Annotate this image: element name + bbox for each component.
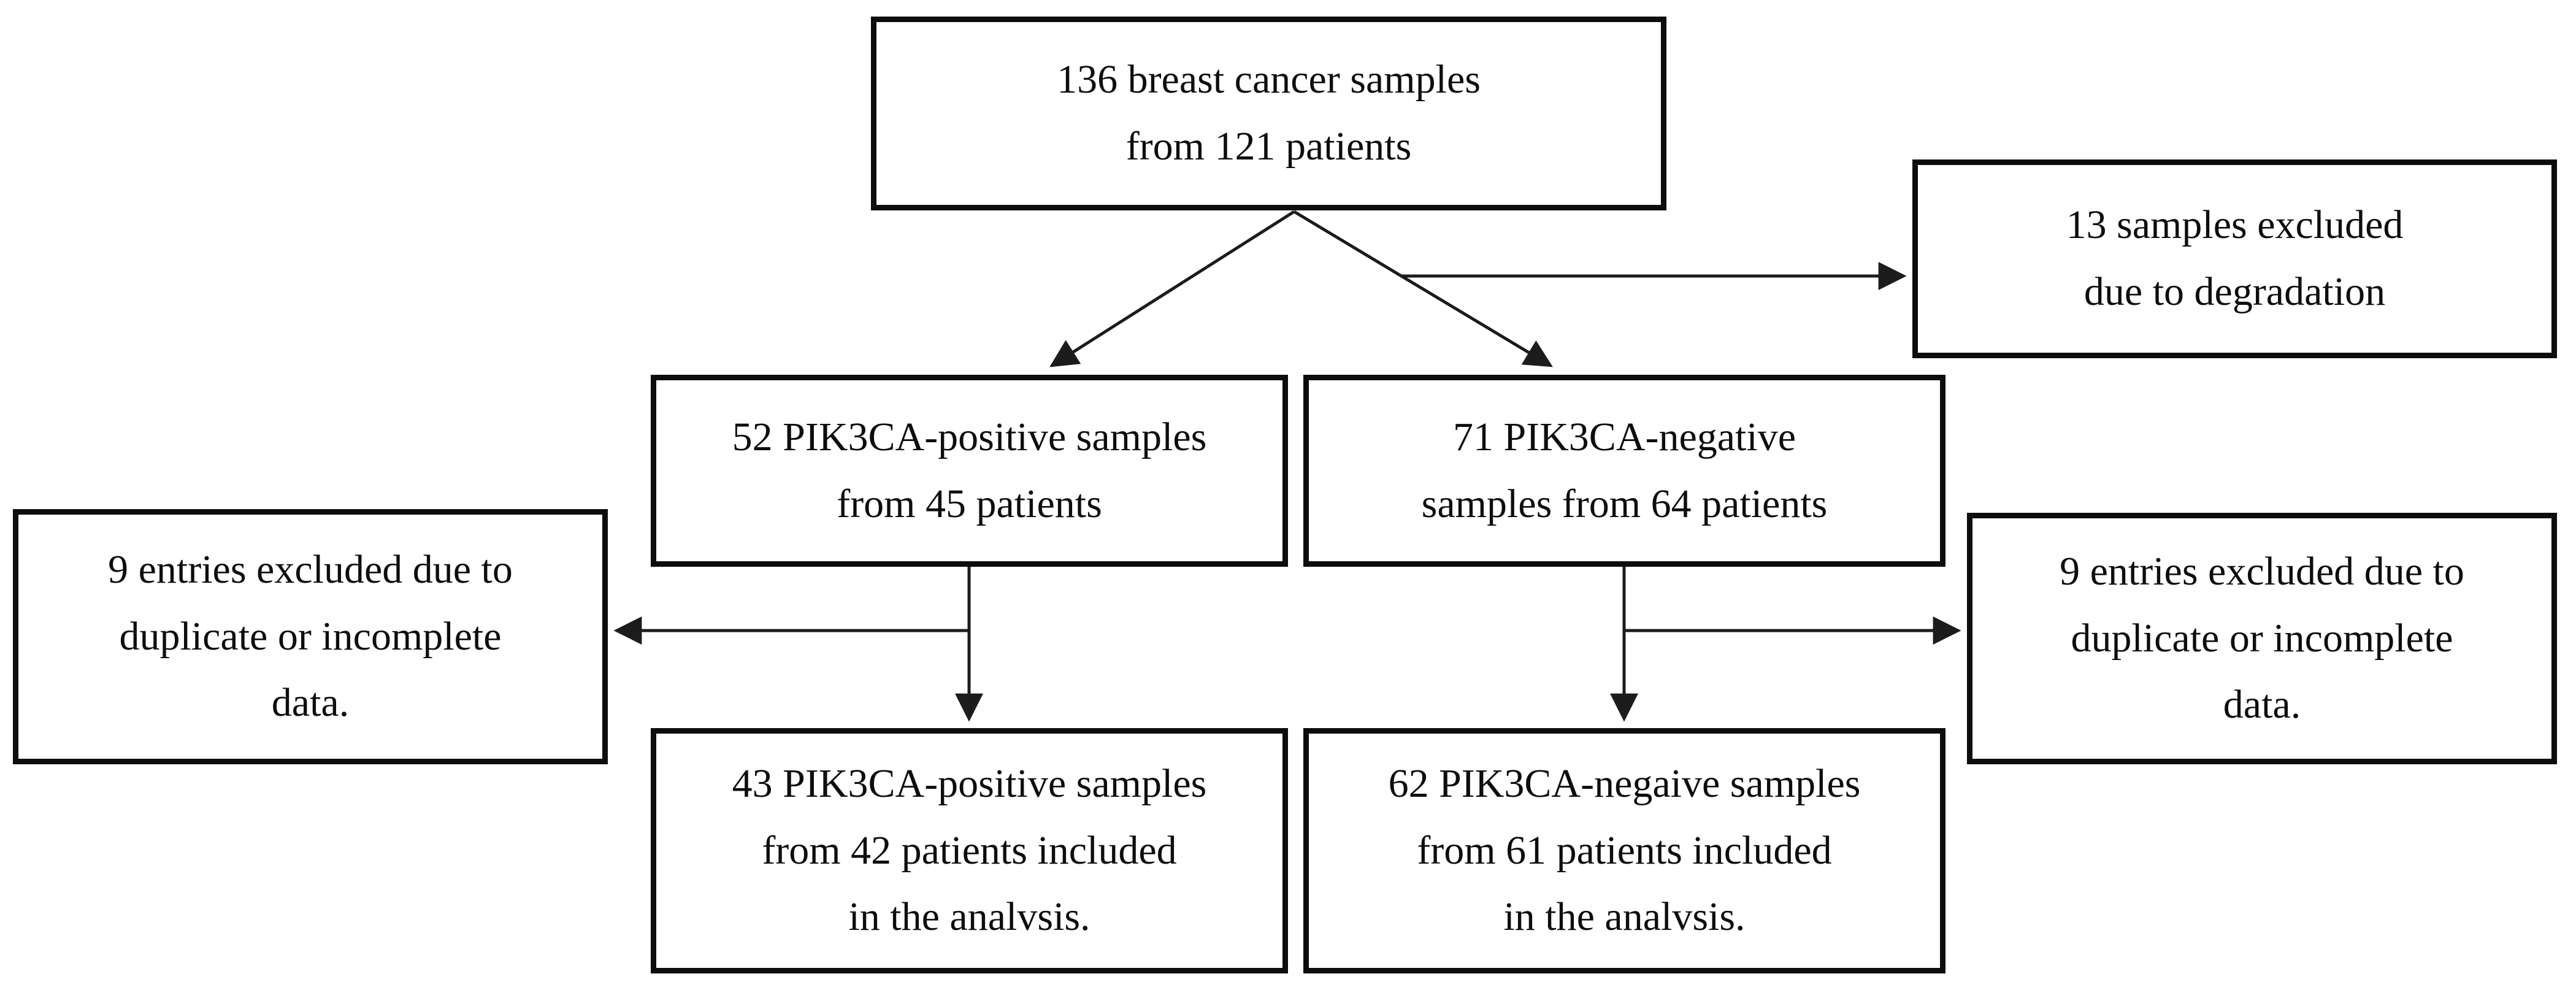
node-included-positive: 43 PIK3CA-positive samples from 42 patie…	[651, 728, 1288, 973]
arrow-total-to-positive	[1049, 210, 1295, 367]
node-excluded-right: 9 entries excluded due to duplicate or i…	[1967, 513, 2557, 764]
node-total-samples: 136 breast cancer samples from 121 patie…	[871, 17, 1666, 210]
node-pik3ca-negative: 71 PIK3CA-negative samples from 64 patie…	[1303, 375, 1945, 567]
node-excluded-left: 9 entries excluded due to duplicate or i…	[13, 509, 608, 764]
arrow-total-to-negative	[1293, 210, 1553, 367]
node-excluded-degradation: 13 samples excluded due to degradation	[1912, 159, 2557, 358]
node-pik3ca-positive: 52 PIK3CA-positive samples from 45 patie…	[651, 375, 1288, 567]
node-included-negative: 62 PIK3CA-negaive samples from 61 patien…	[1303, 728, 1945, 973]
